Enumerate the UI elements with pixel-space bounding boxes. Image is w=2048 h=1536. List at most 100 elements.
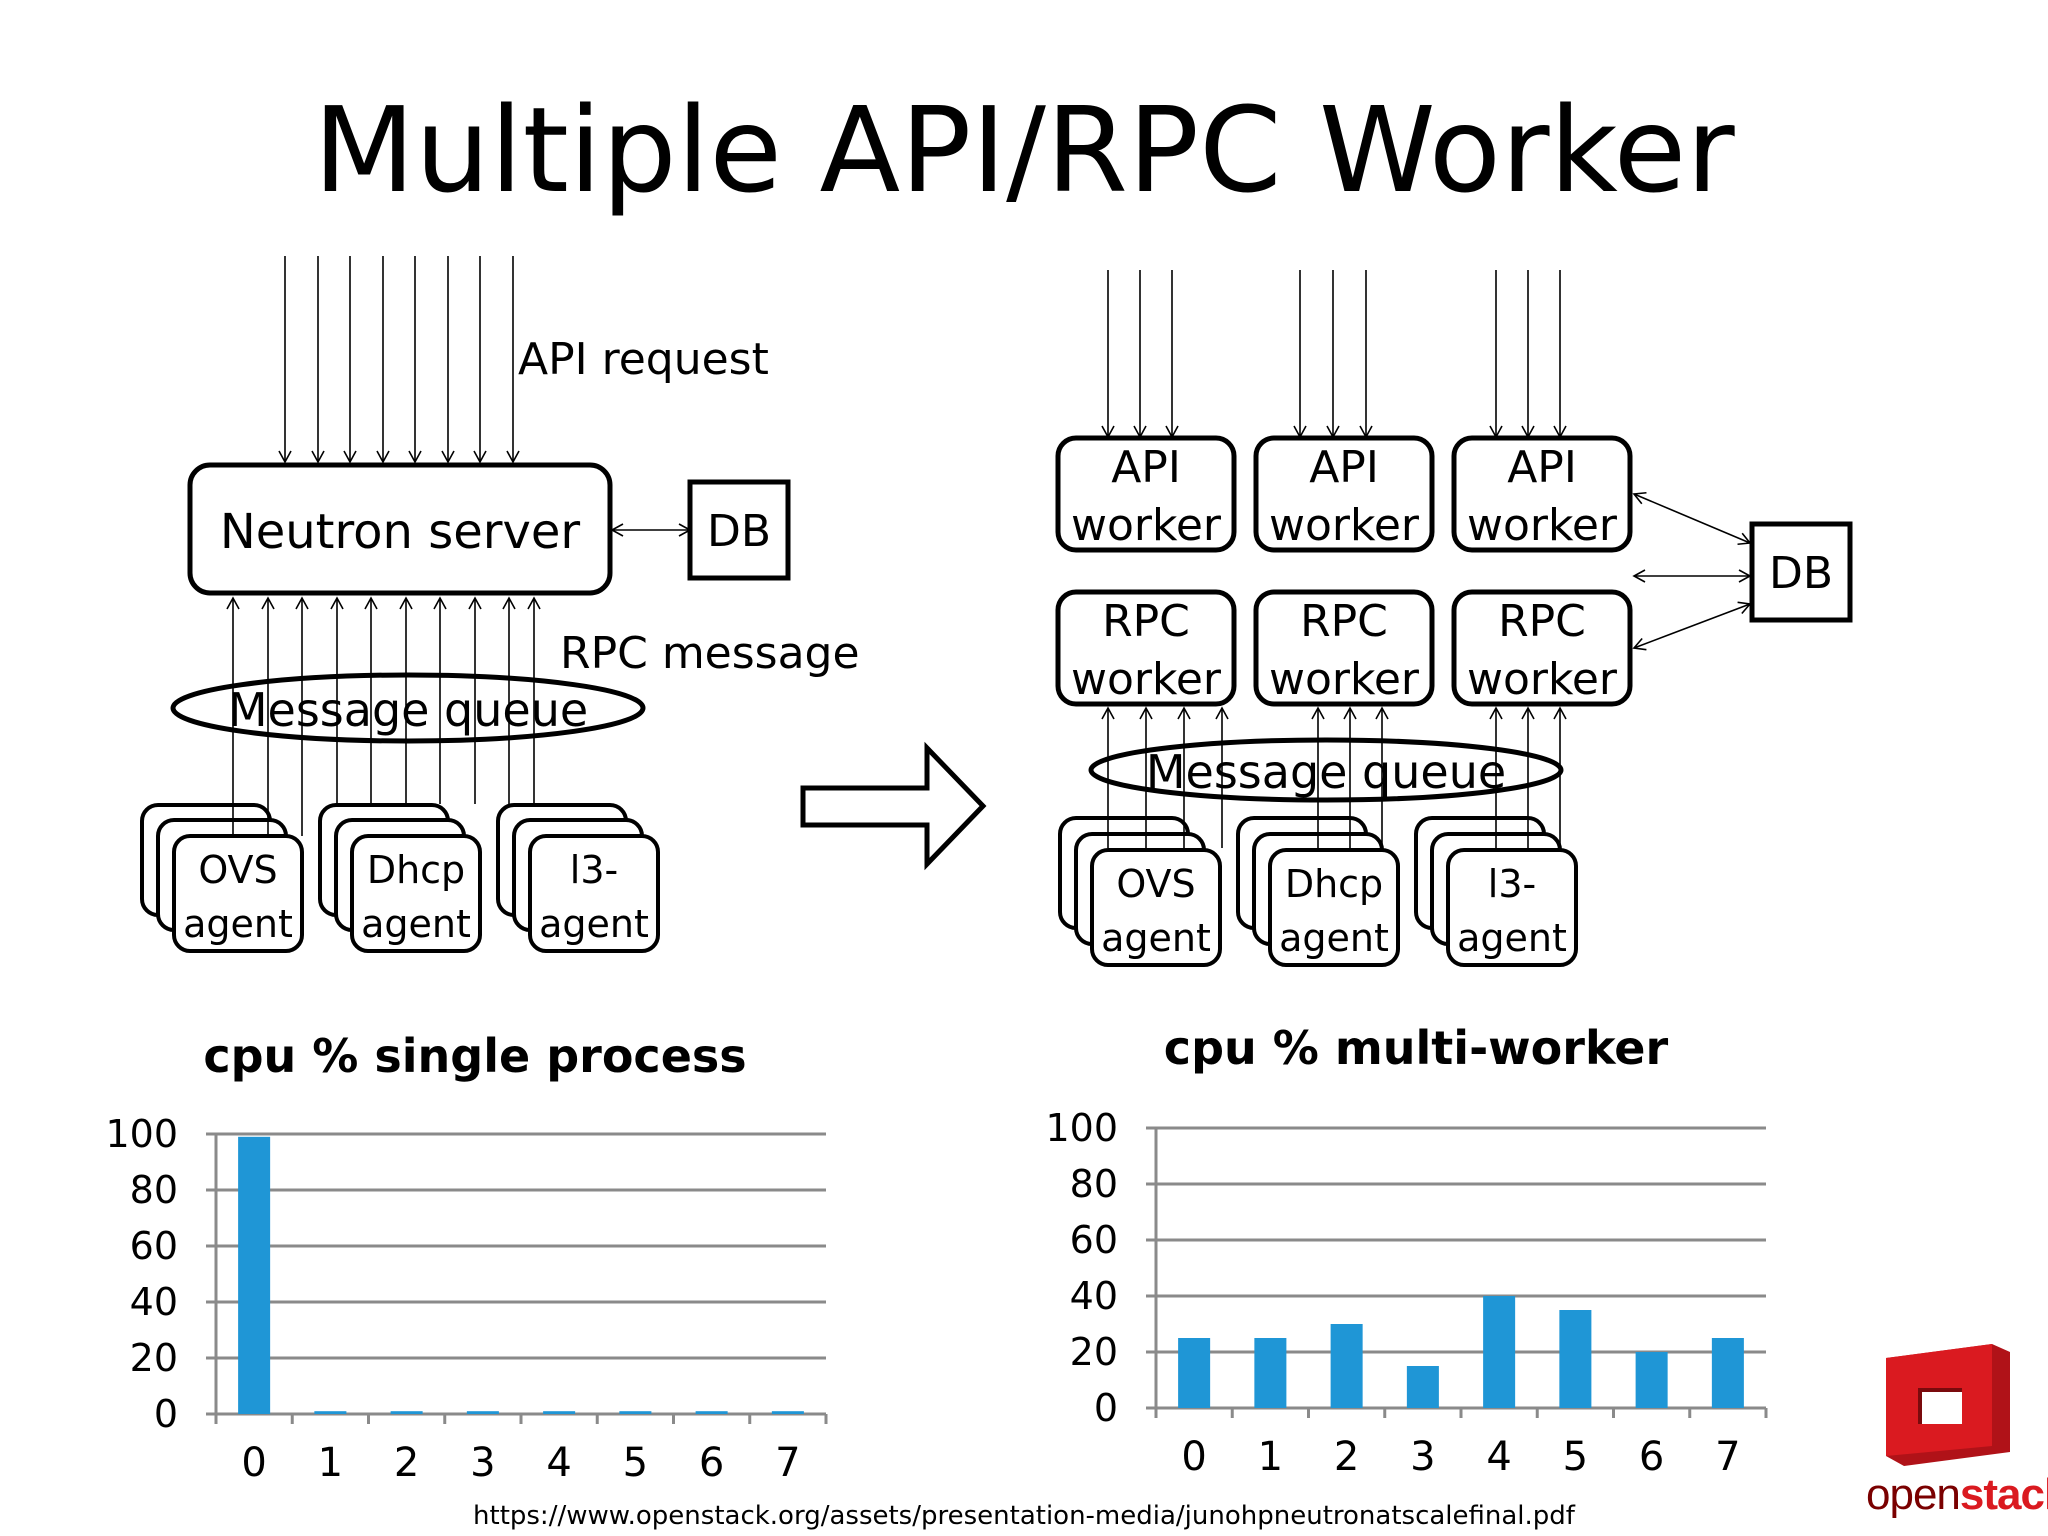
db-label-right: DB — [1769, 548, 1833, 599]
x-tick-label: 6 — [699, 1440, 724, 1486]
worker-label-line2: worker — [1467, 654, 1618, 705]
x-tick-label: 4 — [1486, 1434, 1511, 1480]
agent-label-line1: Dhcp — [1285, 862, 1383, 906]
y-tick-label: 0 — [1094, 1386, 1118, 1430]
worker-label-line1: RPC — [1102, 596, 1190, 647]
agent-stack-ovs-right: OVS agent — [1058, 816, 1222, 967]
agent-label-line2: agent — [183, 902, 293, 946]
agent-label-line2: agent — [1457, 916, 1567, 960]
neutron-server-box — [187, 462, 613, 596]
bar — [1406, 1366, 1439, 1408]
agent-label-line2: agent — [1101, 916, 1211, 960]
y-tick-label: 40 — [1070, 1274, 1118, 1318]
x-tick-label: 5 — [623, 1440, 648, 1486]
bar — [1330, 1324, 1363, 1408]
agent-stack-l3-left: l3- agent — [496, 803, 660, 953]
db-box-left — [687, 479, 791, 581]
x-tick-label: 5 — [1563, 1434, 1588, 1480]
y-tick-label: 20 — [1070, 1330, 1118, 1374]
bar — [543, 1411, 576, 1414]
worker-label-line1: RPC — [1300, 596, 1388, 647]
worker-label-line2: worker — [1071, 500, 1222, 551]
bar — [314, 1411, 347, 1414]
worker-label-line2: worker — [1071, 654, 1222, 705]
api-worker-2: API worker — [1253, 435, 1435, 553]
bar — [390, 1411, 423, 1414]
x-tick-label: 0 — [1181, 1434, 1206, 1480]
worker-label-line1: API — [1111, 442, 1181, 493]
bar — [1711, 1338, 1744, 1408]
y-tick-label: 60 — [130, 1224, 178, 1268]
agent-stack-dhcp-left: Dhcp agent — [318, 803, 482, 953]
slide-title: Multiple API/RPC Worker — [313, 81, 1735, 219]
message-queue-label-left: Message queue — [228, 683, 588, 737]
right-diagram: API worker API worker API worker RPC wor… — [1055, 270, 1853, 967]
x-tick-label: 7 — [775, 1440, 800, 1486]
bar — [695, 1411, 728, 1414]
agent-label-line1: Dhcp — [367, 848, 465, 892]
worker-db-links — [1632, 491, 1752, 651]
left-diagram: API request Neutron server DB Message qu… — [140, 256, 860, 953]
openstack-cube-icon — [1886, 1344, 2010, 1466]
y-tick-label: 100 — [1045, 1106, 1118, 1150]
y-tick-label: 0 — [154, 1392, 178, 1436]
agent-label-line1: l3- — [1488, 862, 1536, 906]
x-tick-label: 3 — [1410, 1434, 1435, 1480]
bar — [619, 1411, 652, 1414]
message-queue-label-right: Message queue — [1146, 745, 1506, 799]
rpc-worker-1: RPC worker — [1055, 589, 1237, 707]
x-tick-label: 2 — [1334, 1434, 1359, 1480]
x-tick-label: 4 — [546, 1440, 571, 1486]
message-queue-right — [1088, 737, 1564, 803]
x-tick-label: 0 — [241, 1440, 266, 1486]
logo-text-bold: stack — [1959, 1470, 2048, 1519]
db-label-left: DB — [707, 506, 771, 557]
bar — [1559, 1310, 1592, 1408]
y-tick-label: 80 — [1070, 1162, 1118, 1206]
rpc-arrows-right — [1101, 706, 1567, 848]
y-tick-label: 100 — [105, 1112, 178, 1156]
rpc-worker-2: RPC worker — [1253, 589, 1435, 707]
transition-arrow — [800, 741, 987, 871]
api-request-arrows-right — [1101, 270, 1567, 439]
y-tick-label: 40 — [130, 1280, 178, 1324]
api-worker-3: API worker — [1451, 435, 1633, 553]
rpc-message-label: RPC message — [560, 628, 860, 679]
x-tick-label: 2 — [394, 1440, 419, 1486]
y-tick-label: 60 — [1070, 1218, 1118, 1262]
agent-label-line1: OVS — [198, 848, 277, 892]
rpc-worker-3: RPC worker — [1451, 589, 1633, 707]
agent-label-line2: agent — [361, 902, 471, 946]
rpc-message-arrows — [226, 596, 541, 804]
chart-title: cpu % single process — [203, 1029, 746, 1083]
bar — [1178, 1338, 1211, 1408]
worker-label-line2: worker — [1269, 654, 1420, 705]
y-tick-label: 20 — [130, 1336, 178, 1380]
worker-label-line2: worker — [1269, 500, 1420, 551]
worker-label-line1: RPC — [1498, 596, 1586, 647]
neutron-server-label: Neutron server — [220, 504, 581, 560]
db-box-right — [1749, 521, 1853, 623]
rpc-arrow-tails — [232, 804, 303, 836]
source-url[interactable]: https://www.openstack.org/assets/present… — [473, 1501, 1575, 1531]
worker-label-line1: API — [1507, 442, 1577, 493]
y-tick-label: 80 — [130, 1168, 178, 1212]
x-tick-label: 7 — [1715, 1434, 1740, 1480]
agent-label-line1: l3- — [570, 848, 618, 892]
bar — [771, 1411, 804, 1414]
worker-label-line2: worker — [1467, 500, 1618, 551]
agent-label-line2: agent — [539, 902, 649, 946]
x-tick-label: 6 — [1639, 1434, 1664, 1480]
logo-text-main: open — [1866, 1470, 1961, 1519]
chart-title: cpu % multi-worker — [1164, 1021, 1669, 1075]
api-worker-1: API worker — [1055, 435, 1237, 553]
bar — [1635, 1352, 1668, 1408]
message-queue-left — [170, 672, 646, 744]
openstack-logo-text: openstack — [1866, 1470, 2048, 1520]
api-request-label: API request — [518, 334, 769, 385]
agent-label-line1: OVS — [1116, 862, 1195, 906]
agent-label-line2: agent — [1279, 916, 1389, 960]
